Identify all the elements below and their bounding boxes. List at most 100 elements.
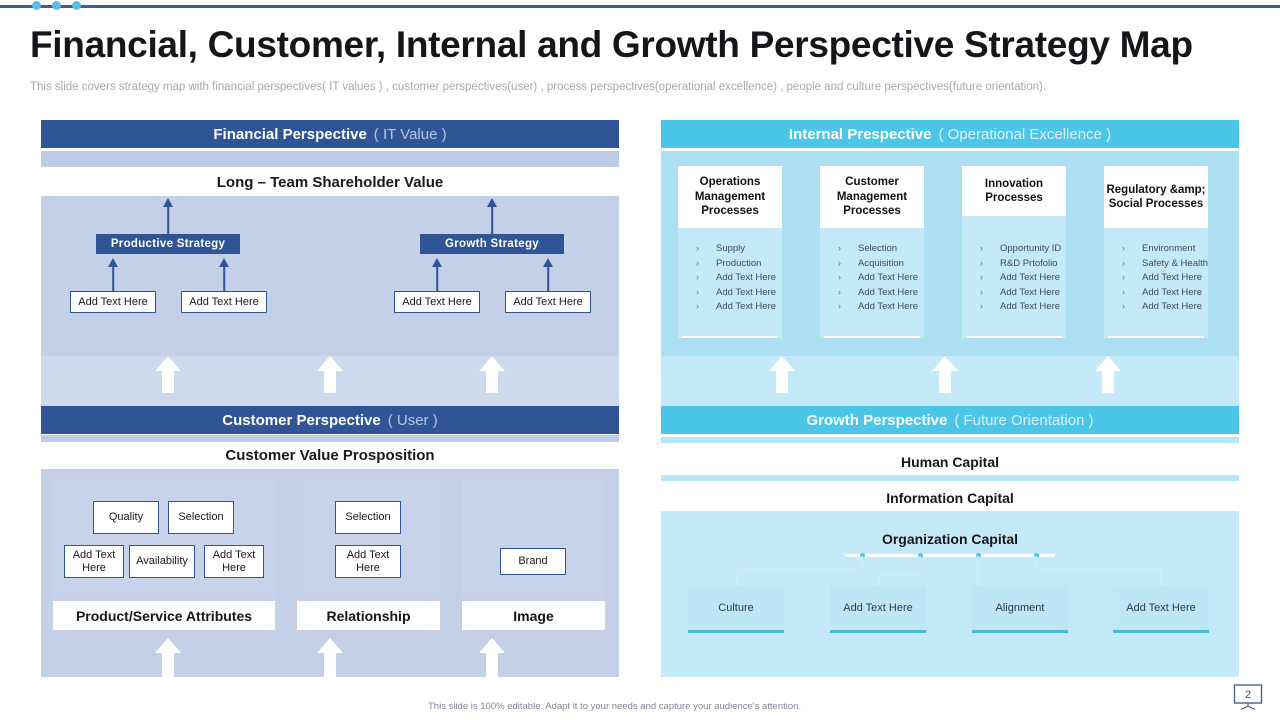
org-capital-rail (845, 554, 1055, 557)
customer-attr-quality[interactable]: Quality (93, 501, 159, 534)
white-arrow-6 (479, 638, 505, 677)
process-card-innovation-heading: Innovation Processes (962, 166, 1066, 216)
org-capital-cell-1[interactable]: Culture (688, 586, 784, 630)
information-capital-label: Information Capital (886, 490, 1014, 506)
financial-textbox-2[interactable]: Add Text Here (181, 291, 267, 313)
org-capital-underline-4 (1113, 630, 1209, 633)
customer-rel-selection[interactable]: Selection (335, 501, 401, 534)
customer-value-proposition-title: Customer Value Prosposition (225, 447, 435, 464)
page-number-badge: 2 (1232, 684, 1264, 711)
customer-column-3-label: Image (462, 601, 605, 630)
process-card-customer-management-underline (824, 336, 920, 338)
customer-column-2-bg (297, 479, 440, 599)
org-capital-cell-4[interactable]: Add Text Here (1113, 586, 1209, 630)
process-card-innovation: Innovation Processes Opportunity ID R&D … (962, 166, 1066, 338)
growth-header-paren: ( Future Orientation ) (954, 411, 1094, 429)
process-card-operations: Operations Management Processes Supply P… (678, 166, 782, 338)
process-card-operations-list: Supply Production Add Text Here Add Text… (688, 241, 778, 315)
financial-textbox-3[interactable]: Add Text Here (394, 291, 480, 313)
process-card-regulatory-social-heading: Regulatory &amp; Social Processes (1104, 166, 1208, 228)
list-item: Add Text Here (830, 299, 920, 315)
arrow-child2-to-productive (213, 258, 235, 292)
list-item: Selection (830, 241, 920, 257)
org-capital-cell-3[interactable]: Alignment (972, 586, 1068, 630)
list-item: R&D Prtofolio (972, 256, 1062, 272)
org-capital-underline-1 (688, 630, 784, 633)
internal-header-main: Internal Prespective (788, 125, 932, 143)
white-arrow-7 (769, 356, 795, 393)
org-connector-stub-4 (1035, 556, 1037, 569)
org-capital-cell-2[interactable]: Add Text Here (830, 586, 926, 630)
list-item: Add Text Here (972, 299, 1062, 315)
growth-header-main: Growth Perspective (806, 411, 948, 429)
internal-header-paren: ( Operational Excellence ) (938, 125, 1112, 143)
growth-strategy-box[interactable]: Growth Strategy (420, 234, 564, 254)
arrow-child1-to-growth (426, 258, 448, 292)
customer-perspective-header: Customer Perspective ( User ) (41, 406, 619, 434)
org-capital-dot-4 (1034, 553, 1039, 558)
customer-attr-availability[interactable]: Availability (129, 545, 195, 578)
process-card-operations-heading: Operations Management Processes (678, 166, 782, 228)
arrow-child2-to-growth (537, 258, 559, 292)
human-capital-label: Human Capital (900, 454, 999, 470)
white-arrow-3 (479, 356, 505, 393)
org-connector-stub-1 (861, 556, 863, 569)
process-card-regulatory-social-underline (1108, 336, 1204, 338)
customer-column-3-bg (462, 479, 605, 599)
list-item: Add Text Here (688, 285, 778, 301)
process-card-operations-underline (682, 336, 778, 338)
list-item: Acquisition (830, 256, 920, 272)
financial-body (41, 196, 619, 356)
growth-perspective-header: Growth Perspective ( Future Orientation … (661, 406, 1239, 434)
white-arrow-9 (1095, 356, 1121, 393)
financial-accent-band (41, 151, 619, 167)
white-arrow-2 (317, 356, 343, 393)
org-connector-v-1 (736, 568, 738, 586)
arrow-productive-to-shareholder (157, 198, 179, 238)
list-item: Safety & Health (1114, 256, 1208, 272)
customer-column-1-label: Product/Service Attributes (53, 601, 275, 630)
process-card-customer-management-heading: Customer Management Processes (820, 166, 924, 228)
list-item: Add Text Here (1114, 299, 1204, 315)
list-item: Add Text Here (688, 270, 778, 286)
customer-header-main: Customer Perspective (222, 411, 381, 429)
long-term-shareholder-value-title: Long – Team Shareholder Value (216, 174, 444, 191)
customer-attr-text-1[interactable]: Add Text Here (64, 545, 124, 578)
white-arrow-5 (317, 638, 343, 677)
arrow-growth-to-shareholder (481, 198, 503, 238)
org-capital-dot-3 (976, 553, 981, 558)
process-card-regulatory-social: Regulatory &amp; Social Processes Enviro… (1104, 166, 1208, 338)
financial-perspective-header: Financial Perspective ( IT Value ) (41, 120, 619, 148)
process-card-innovation-list: Opportunity ID R&D Prtofolio Add Text He… (972, 241, 1062, 315)
list-item: Opportunity ID (972, 241, 1062, 257)
list-item: Add Text Here (1114, 285, 1204, 301)
customer-column-2-label: Relationship (297, 601, 440, 630)
financial-textbox-4[interactable]: Add Text Here (505, 291, 591, 313)
list-item: Supply (688, 241, 778, 257)
financial-textbox-1[interactable]: Add Text Here (70, 291, 156, 313)
footer-note: This slide is 100% editable. Adapt it to… (428, 701, 802, 712)
growth-accent-band-2 (661, 475, 1239, 481)
process-card-innovation-underline (966, 336, 1062, 338)
list-item: Add Text Here (688, 299, 778, 315)
productive-strategy-box[interactable]: Productive Strategy (96, 234, 240, 254)
page-title: Financial, Customer, Internal and Growth… (30, 24, 1193, 65)
customer-column-1-bg (53, 479, 275, 599)
org-connector-h-1 (736, 568, 862, 570)
customer-image-brand[interactable]: Brand (500, 548, 566, 575)
internal-perspective-header: Internal Prespective ( Operational Excel… (661, 120, 1239, 148)
org-capital-underline-3 (972, 630, 1068, 633)
white-arrow-8 (932, 356, 958, 393)
customer-rel-text-1[interactable]: Add Text Here (335, 545, 401, 578)
customer-header-paren: ( User ) (387, 411, 438, 429)
list-item: Add Text Here (972, 270, 1062, 286)
customer-attr-selection[interactable]: Selection (168, 501, 234, 534)
white-arrow-4 (155, 638, 181, 677)
top-dot-decoration (0, 1, 1271, 12)
org-connector-v-2 (878, 574, 880, 586)
list-item: Add Text Here (1114, 270, 1204, 286)
org-connector-v-3 (977, 556, 979, 586)
organization-capital-label: Organization Capital (881, 531, 1019, 547)
process-card-customer-management-list: Selection Acquisition Add Text Here Add … (830, 241, 920, 315)
customer-attr-text-2[interactable]: Add Text Here (204, 545, 264, 578)
